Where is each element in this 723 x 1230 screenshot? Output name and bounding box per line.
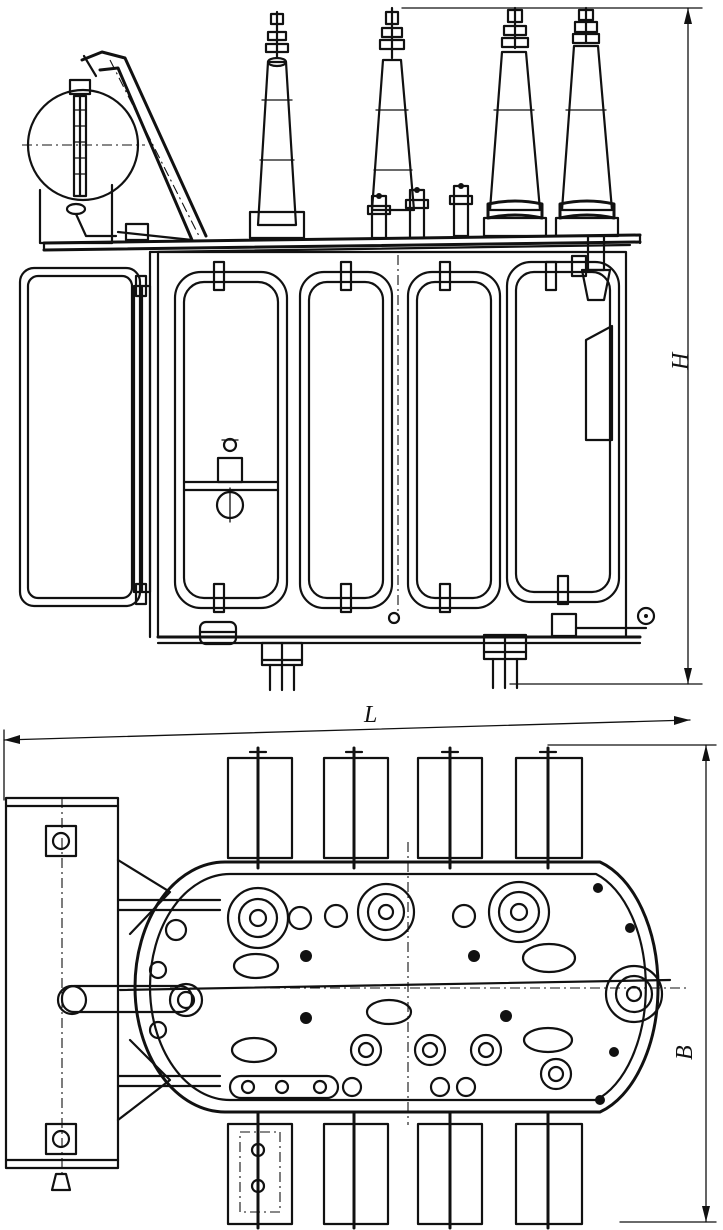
- bushings-plan: [226, 880, 664, 1024]
- bushing-2: [370, 6, 416, 212]
- carriage-right: [482, 633, 528, 690]
- bushing-4: [554, 6, 620, 238]
- oil-gauge: [182, 437, 280, 523]
- carriage-left: [260, 641, 304, 692]
- side-elevation-view: H: [18, 6, 703, 692]
- height-label: H: [668, 351, 694, 371]
- bushing-3: [482, 6, 548, 238]
- tank-cover: [42, 233, 642, 254]
- conservator-tank: [22, 78, 145, 245]
- exhaust-pipe: [80, 50, 208, 242]
- length-label: L: [363, 702, 377, 728]
- tank-plan-outline: [118, 842, 688, 1125]
- radiators-top-row: [226, 746, 584, 870]
- relay-valve: [570, 234, 612, 302]
- bushing-1: [248, 10, 306, 240]
- radiators-bottom-row: [226, 1110, 584, 1230]
- conservator-plan: [4, 796, 222, 1192]
- radiator-groups-side: [173, 260, 621, 614]
- side-cooler: [18, 266, 152, 608]
- width-dimension: [547, 744, 717, 1223]
- height-dimension: [401, 7, 703, 685]
- length-dimension: [3, 716, 691, 801]
- top-plan-view: L B: [3, 702, 717, 1230]
- width-label: B: [672, 1045, 698, 1060]
- small-bushings: [366, 183, 474, 240]
- base-frame: [156, 606, 656, 646]
- tank-body: [148, 250, 628, 639]
- plan-fittings: [148, 883, 635, 1105]
